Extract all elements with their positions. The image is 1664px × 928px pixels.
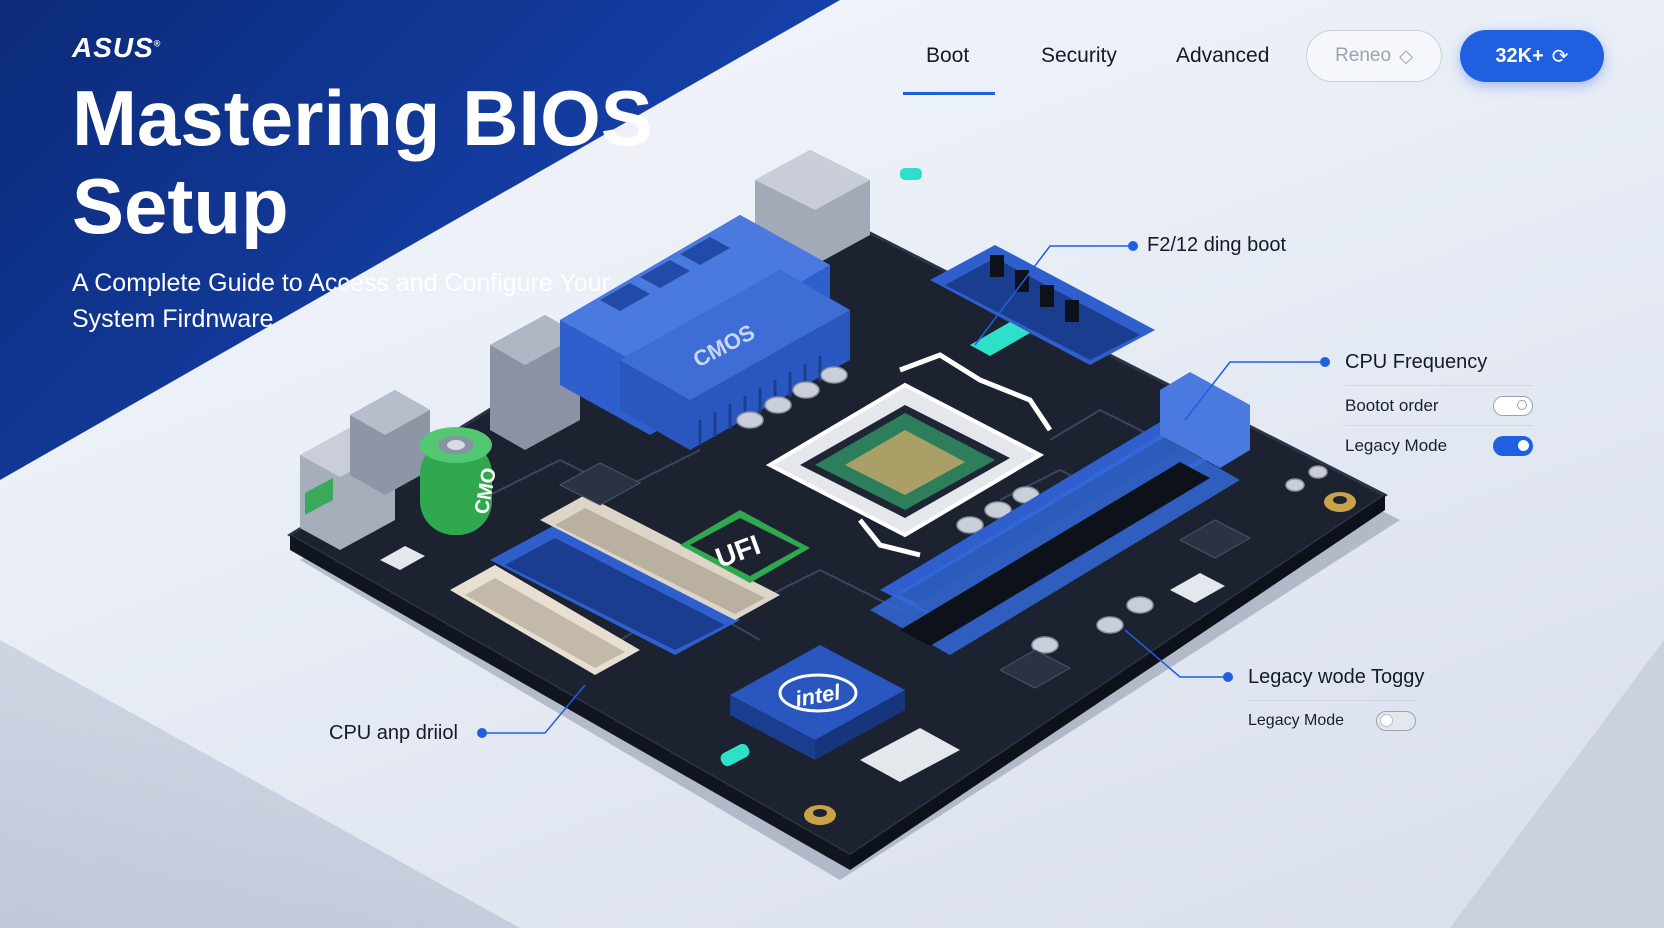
cmos-battery: CMO: [420, 427, 501, 535]
small-chips: [558, 462, 1252, 689]
setting-legacy-mode-2-label: Legacy Mode: [1248, 712, 1345, 729]
refresh-icon: ⟳: [1551, 45, 1569, 68]
uefi-chip: UFI: [680, 510, 810, 583]
callout-cpu-frequency: CPU Frequency: [1345, 351, 1488, 373]
setting-row-legacy-mode: Legacy Mode: [1345, 425, 1533, 456]
cpu-socket: [765, 352, 1053, 558]
setting-row-legacy-mode-2: Legacy Mode: [1248, 700, 1416, 731]
toggle-knob: [1380, 714, 1393, 727]
tab-security-label: Security: [1041, 44, 1117, 67]
intel-chipset: intel: [730, 645, 905, 760]
primary-cta-button[interactable]: 32K+ ⟳: [1460, 30, 1604, 82]
tab-advanced-label: Advanced: [1176, 44, 1270, 67]
page-title: Mastering BIOS Setup: [72, 74, 653, 250]
callout-f2-boot: F2/12 ding boot: [1147, 234, 1286, 256]
cyan-led: [720, 743, 750, 767]
legacy-mode-toggle[interactable]: [1493, 436, 1533, 456]
setting-row-boot-order: Bootot order: [1345, 385, 1533, 416]
setting-boot-order-label: Bootot order: [1345, 396, 1439, 415]
primary-button-label: 32K+: [1495, 44, 1544, 67]
setting-legacy-mode-label: Legacy Mode: [1345, 436, 1448, 455]
reneo-button-label: Reneo: [1335, 45, 1392, 66]
diamond-arrow-icon: ◇: [1399, 45, 1413, 66]
callout-dots: [477, 241, 1330, 738]
logo-text: ASUS: [72, 32, 154, 63]
pcie-slots: [450, 495, 780, 675]
boot-order-toggle[interactable]: [1493, 396, 1533, 416]
tab-boot-label: Boot: [926, 44, 970, 67]
ram-slots: [870, 372, 1250, 655]
logo-mark: ®: [153, 38, 162, 49]
callout-legacy-toggle: Legacy wode Toggy: [1248, 666, 1425, 688]
tab-advanced[interactable]: Advanced: [1176, 44, 1269, 68]
legacy-mode-toggle-2[interactable]: [1376, 711, 1416, 731]
tab-active-indicator: [903, 92, 995, 95]
callout-lines: [485, 245, 1325, 734]
cyan-led-2: [900, 168, 922, 180]
toggle-knob: [1517, 400, 1527, 410]
board-edge-right: [850, 495, 1385, 870]
reneo-button[interactable]: Reneo ◇: [1306, 30, 1442, 82]
capacitors: [736, 366, 1328, 654]
white-connectors: [380, 546, 1225, 782]
toggle-knob: [1518, 440, 1529, 451]
page-subtitle: A Complete Guide to Access and Configure…: [72, 269, 610, 333]
callout-cpu-driver: CPU anp driiol: [329, 722, 458, 744]
tab-boot[interactable]: Boot: [926, 44, 969, 68]
tab-security[interactable]: Security: [1041, 44, 1117, 68]
asus-logo: ASUS®: [72, 32, 161, 64]
